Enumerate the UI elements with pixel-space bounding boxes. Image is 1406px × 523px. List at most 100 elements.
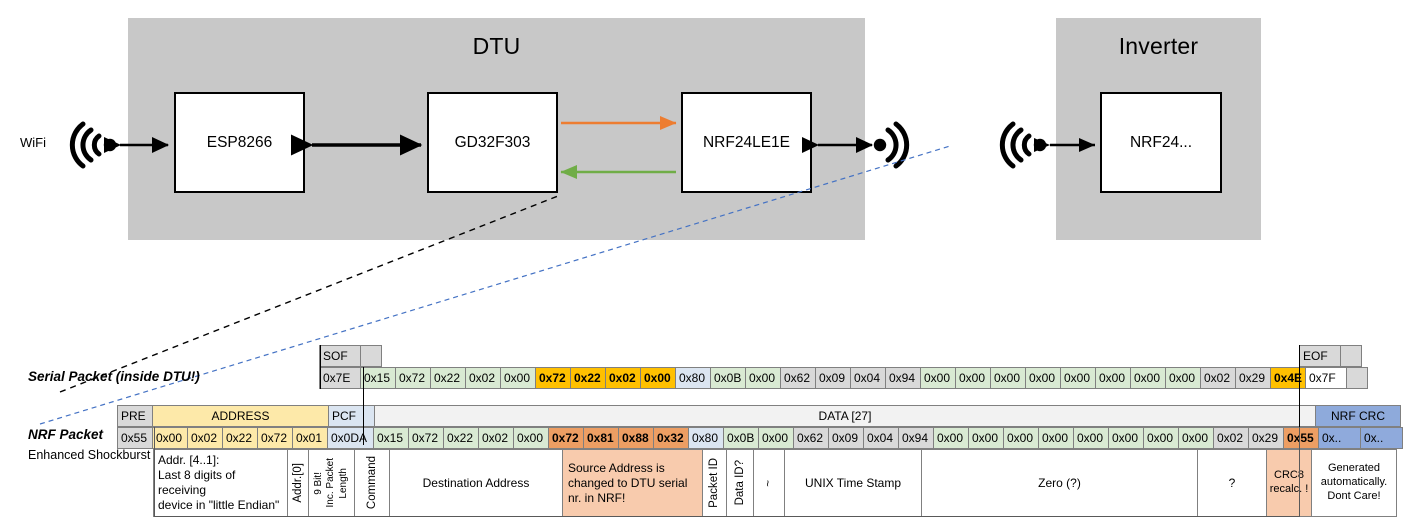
desc-pcf-a: 9 Bit! xyxy=(312,471,324,495)
nrf-packet-sublabel: Enhanced Shockburst xyxy=(28,448,151,462)
nrf-byte-13: 0x09 xyxy=(828,427,864,449)
nrf-byte-14: 0x04 xyxy=(863,427,899,449)
serial-byte-7: 0x02 xyxy=(605,367,641,389)
serial-eof-value: 0x7F xyxy=(1305,367,1347,389)
inverter-antenna-icon xyxy=(999,121,1032,169)
nrf-byte-18: 0x00 xyxy=(1003,427,1039,449)
desc-unix-time-stamp: UNIX Time Stamp xyxy=(784,449,922,517)
serial-byte-5: 0x72 xyxy=(535,367,571,389)
serial-byte-9: 0x80 xyxy=(675,367,711,389)
chip-nrf24le1e: NRF24LE1E xyxy=(681,92,812,193)
dtu-title: DTU xyxy=(472,33,521,59)
nrf-address-byte-2: 0x22 xyxy=(222,427,258,449)
desc-data-id: Data ID? xyxy=(726,449,754,517)
desc-addr0-text: Addr.[0] xyxy=(291,463,304,503)
serial-byte-6: 0x22 xyxy=(570,367,606,389)
chip-gd32f303: GD32F303 xyxy=(427,92,558,193)
desc-crc8: CRC8 recalc. ! xyxy=(1266,449,1312,517)
serial-byte-19: 0x00 xyxy=(1025,367,1061,389)
nrf-data-header: DATA [27] xyxy=(374,405,1316,427)
nrf-byte-4: 0x00 xyxy=(513,427,549,449)
nrf-byte-6: 0x81 xyxy=(583,427,619,449)
desc-question: ? xyxy=(1197,449,1267,517)
serial-eof-header-spacer xyxy=(1340,345,1362,367)
desc-data-id-text: Data ID? xyxy=(733,460,746,506)
desc-pcf: 9 Bit! Inc. Packet Length xyxy=(308,449,355,517)
serial-byte-14: 0x04 xyxy=(850,367,886,389)
serial-byte-1: 0x72 xyxy=(395,367,431,389)
desc-command-text: Command xyxy=(365,456,378,510)
serial-byte-4: 0x00 xyxy=(500,367,536,389)
dtu-radio-antenna-icon xyxy=(885,121,910,169)
wifi-label: WiFi xyxy=(20,135,46,150)
desc-crc-auto: Generated automatically. Dont Care! xyxy=(1311,449,1397,517)
nrf-byte-21: 0x00 xyxy=(1108,427,1144,449)
nrf-header-row: PRE ADDRESS PCF DATA [27] NRF CRC xyxy=(117,405,1401,427)
nrf-byte-20: 0x00 xyxy=(1073,427,1109,449)
nrf-byte-12: 0x62 xyxy=(793,427,829,449)
nrf-byte-8: 0x32 xyxy=(653,427,689,449)
inverter-title: Inverter xyxy=(1118,33,1199,59)
nrf-address-byte-3: 0x72 xyxy=(257,427,293,449)
nrf-byte-3: 0x02 xyxy=(478,427,514,449)
serial-byte-12: 0x62 xyxy=(780,367,816,389)
serial-byte-26: 0x4E xyxy=(1270,367,1306,389)
nrf-byte-26: 0x55 xyxy=(1283,427,1319,449)
nrf-pcf-header: PCF xyxy=(328,405,375,427)
desc-destination-address: Destination Address xyxy=(389,449,563,517)
nrf-address-byte-4: 0x01 xyxy=(292,427,328,449)
serial-byte-8: 0x00 xyxy=(640,367,676,389)
serial-byte-23: 0x00 xyxy=(1165,367,1201,389)
serial-byte-0: 0x15 xyxy=(360,367,396,389)
serial-byte-13: 0x09 xyxy=(815,367,851,389)
nrf-byte-24: 0x02 xyxy=(1213,427,1249,449)
desc-pcf-b: Inc. Packet xyxy=(325,458,337,508)
nrf-pre-value: 0x55 xyxy=(117,427,153,449)
serial-byte-16: 0x00 xyxy=(920,367,956,389)
nrf-description-row: Addr. [4..1]: Last 8 digits of receiving… xyxy=(153,449,1397,517)
desc-command: Command xyxy=(354,449,390,517)
chip-nrf24-label: NRF24... xyxy=(1129,133,1192,151)
wifi-antenna-dot xyxy=(103,138,117,152)
desc-address: Addr. [4..1]: Last 8 digits of receiving… xyxy=(153,449,288,517)
serial-eof-header-row: EOF xyxy=(1299,345,1362,367)
nrf-byte-5: 0x72 xyxy=(548,427,584,449)
nrf-address-byte-0: 0x00 xyxy=(152,427,188,449)
serial-byte-3: 0x02 xyxy=(465,367,501,389)
desc-addr0: Addr.[0] xyxy=(287,449,309,517)
serial-eof-value-spacer xyxy=(1346,367,1368,389)
serial-byte-10: 0x0B xyxy=(710,367,746,389)
serial-byte-25: 0x29 xyxy=(1235,367,1271,389)
nrf-crc-byte-1: 0x.. xyxy=(1360,427,1403,449)
nrf-address-byte-1: 0x02 xyxy=(187,427,223,449)
chip-esp8266-label: ESP8266 xyxy=(206,133,273,151)
wifi-antenna-icon xyxy=(69,121,102,169)
desc-source-address: Source Address is changed to DTU serial … xyxy=(562,449,703,517)
nrf-byte-2: 0x22 xyxy=(443,427,479,449)
serial-header-row: SOF xyxy=(319,345,382,367)
serial-byte-15: 0x94 xyxy=(885,367,921,389)
serial-byte-11: 0x00 xyxy=(745,367,781,389)
nrf-pre-header: PRE xyxy=(117,405,153,427)
serial-byte-18: 0x00 xyxy=(990,367,1026,389)
serial-byte-2: 0x22 xyxy=(430,367,466,389)
desc-address-text: Addr. [4..1]: Last 8 digits of receiving… xyxy=(158,453,280,512)
nrf-byte-23: 0x00 xyxy=(1178,427,1214,449)
nrf-pcf-value: 0x0DA xyxy=(327,427,374,449)
desc-packet-id-text: Packet ID xyxy=(708,458,721,508)
chip-nrf24: NRF24... xyxy=(1100,92,1222,193)
nrf-byte-17: 0x00 xyxy=(968,427,1004,449)
desc-pcf-c: Length xyxy=(337,467,349,499)
serial-sof-value: 0x7E xyxy=(319,367,361,389)
nrf-byte-16: 0x00 xyxy=(933,427,969,449)
nrf-byte-19: 0x00 xyxy=(1038,427,1074,449)
nrf-packet-label: NRF Packet xyxy=(28,427,104,442)
nrf-byte-7: 0x88 xyxy=(618,427,654,449)
chip-nrf24le1e-label: NRF24LE1E xyxy=(702,133,790,151)
serial-sof-header: SOF xyxy=(319,345,361,367)
